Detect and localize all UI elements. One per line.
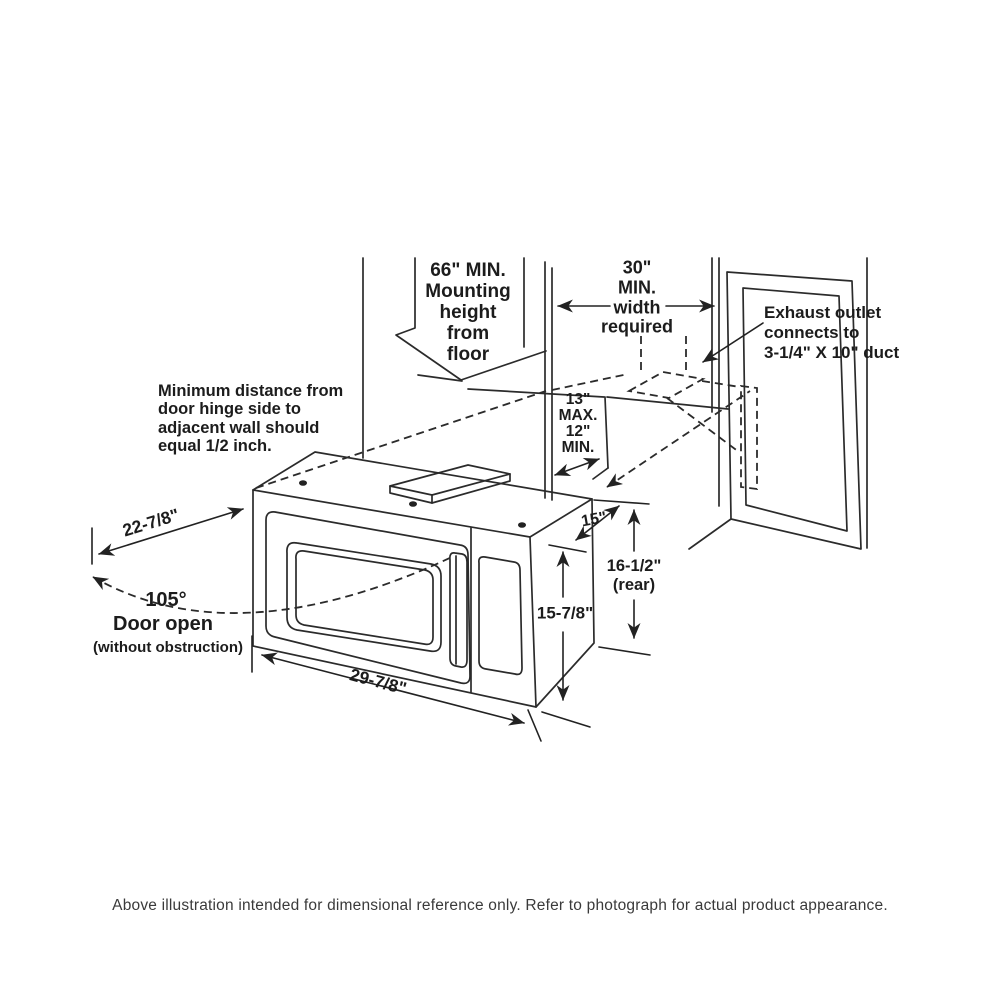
- door-open-note: (without obstruction): [93, 638, 243, 656]
- width-required-label: 30" MIN. width required: [600, 257, 674, 337]
- wall-drawing: [362, 257, 729, 501]
- door-handle: [449, 552, 468, 668]
- exhaust-adapter-plate: [389, 464, 511, 496]
- reference-caption: Above illustration intended for dimensio…: [112, 897, 888, 914]
- exhaust-outlet-label: Exhaust outlet connects to 3-1/4" X 10" …: [764, 303, 900, 362]
- front-height-dimension: 15-7/8": [536, 603, 594, 623]
- door-window: [286, 541, 442, 653]
- rear-height-dimension: 16-1/2" (rear): [606, 557, 662, 594]
- dimension-lines: [91, 299, 764, 742]
- door-open-label: Door open: [113, 613, 213, 635]
- mounting-height-label: 66" MIN. Mounting height from floor: [425, 259, 511, 365]
- door-angle-label: 105°: [145, 589, 187, 611]
- minimum-distance-label: Minimum distance from door hinge side to…: [158, 382, 344, 456]
- microwave-drawing: [252, 451, 595, 708]
- door-swing-arc: [92, 556, 453, 614]
- hidden-duct-lines: [92, 336, 758, 614]
- control-panel: [478, 556, 523, 676]
- wall-depth-label: 13" MAX. 12" MIN.: [558, 390, 598, 457]
- duct-panel-drawing: [688, 257, 868, 550]
